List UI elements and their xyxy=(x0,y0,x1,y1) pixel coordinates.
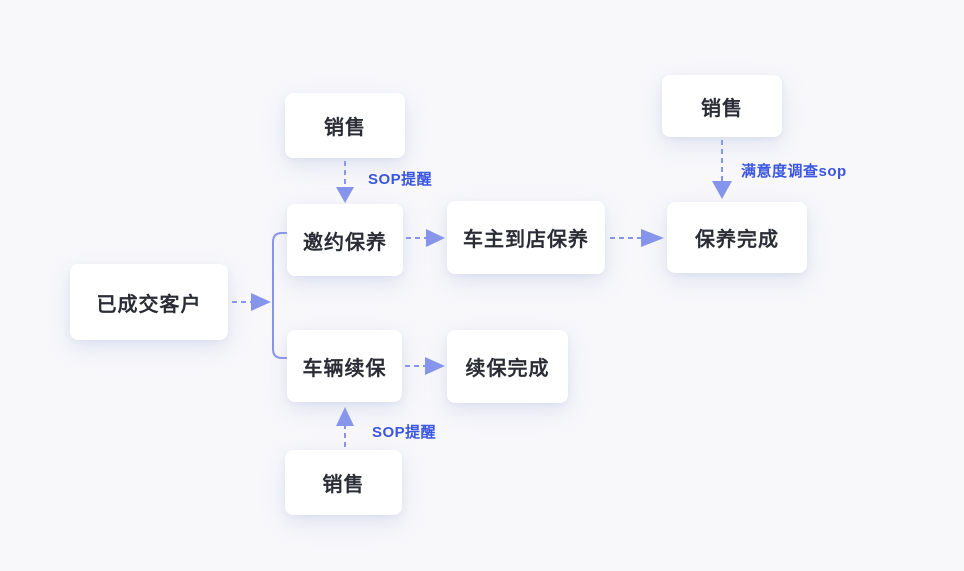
branch-bracket xyxy=(272,232,288,359)
arrowhead-right-icon xyxy=(426,229,445,247)
node-invite-maintenance: 邀约保养 xyxy=(287,204,403,276)
node-maintenance-complete: 保养完成 xyxy=(667,202,807,273)
arrowhead-right-icon xyxy=(251,293,271,311)
arrowhead-right-icon xyxy=(425,357,445,375)
node-vehicle-renewal: 车辆续保 xyxy=(287,330,402,402)
node-owner-store-maintenance: 车主到店保养 xyxy=(447,201,605,274)
edge-label-sop-reminder-top: SOP提醒 xyxy=(368,171,433,188)
node-renewal-complete: 续保完成 xyxy=(447,330,568,403)
arrowhead-right-icon xyxy=(641,229,664,247)
edge-label-satisfaction-survey: 满意度调查sop xyxy=(741,163,847,180)
node-sales-top: 销售 xyxy=(285,93,405,158)
arrowhead-down-icon xyxy=(336,187,354,203)
arrowhead-up-icon xyxy=(336,407,354,426)
edge-label-sop-reminder-bottom: SOP提醒 xyxy=(372,424,437,441)
node-closed-customer: 已成交客户 xyxy=(70,264,228,340)
arrowhead-down-icon xyxy=(712,181,732,199)
node-sales-bottom: 销售 xyxy=(285,450,402,515)
node-sales-topright: 销售 xyxy=(662,75,782,137)
